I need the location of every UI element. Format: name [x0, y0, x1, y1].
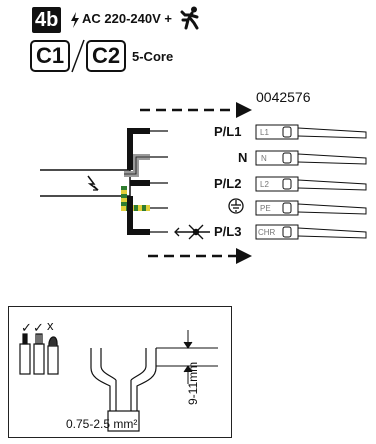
strip-length-dimension [156, 330, 218, 384]
core-wire-l1 [127, 128, 168, 170]
fine-stranded-conductor-icon [47, 336, 59, 375]
model-badge: 4b [32, 7, 62, 33]
config-c2: C2 [86, 40, 126, 72]
cross-mark: x [47, 318, 54, 333]
core-wire-pe [121, 186, 168, 211]
core-wire-l3 [127, 196, 168, 235]
check-mark-1: ✓ [21, 320, 32, 335]
terminal-block [255, 124, 299, 240]
strip-length-label: 9-11mm [186, 361, 200, 405]
config-c1: C1 [30, 40, 70, 72]
terminal-slot-pe: PE [260, 204, 271, 213]
outgoing-wires [297, 127, 367, 239]
stranded-conductor-icon [33, 333, 45, 375]
wiring-diagram [40, 102, 367, 264]
solid-conductor-icon [19, 333, 31, 375]
terminal-slot-chr: CHR [258, 228, 276, 237]
terminal-slot-l2: L2 [260, 180, 269, 189]
terminal-label-l2: P/L2 [214, 176, 242, 191]
check-mark-2: ✓ [33, 320, 44, 335]
cable-sheath [40, 169, 131, 197]
slash-divider [71, 39, 85, 73]
dashed-arrow-top [140, 102, 252, 118]
terminal-label-l1: P/L1 [214, 124, 242, 139]
voltage-label: AC 220-240V + [82, 11, 172, 26]
core-wire-n [124, 154, 168, 177]
wire-prep-panel [8, 306, 232, 438]
no-connection-icon [174, 224, 210, 240]
dashed-arrow-bottom [148, 248, 252, 264]
terminal-label-n: N [238, 150, 248, 165]
terminal-slot-n: N [261, 154, 267, 163]
terminal-slot-l1: L1 [260, 128, 269, 137]
terminal-screws [282, 126, 292, 238]
lightning-icon [71, 12, 79, 28]
part-number: 0042576 [256, 89, 311, 105]
running-person-icon [180, 6, 199, 30]
earth-symbol-icon [228, 198, 244, 214]
cross-section-label: 0.75-2.5 mm² [66, 417, 138, 431]
wire-prep-drawing [19, 330, 218, 432]
core-count: 5-Core [132, 49, 174, 64]
terminal-label-l3: P/L3 [214, 224, 242, 239]
stripped-cable [90, 348, 157, 432]
